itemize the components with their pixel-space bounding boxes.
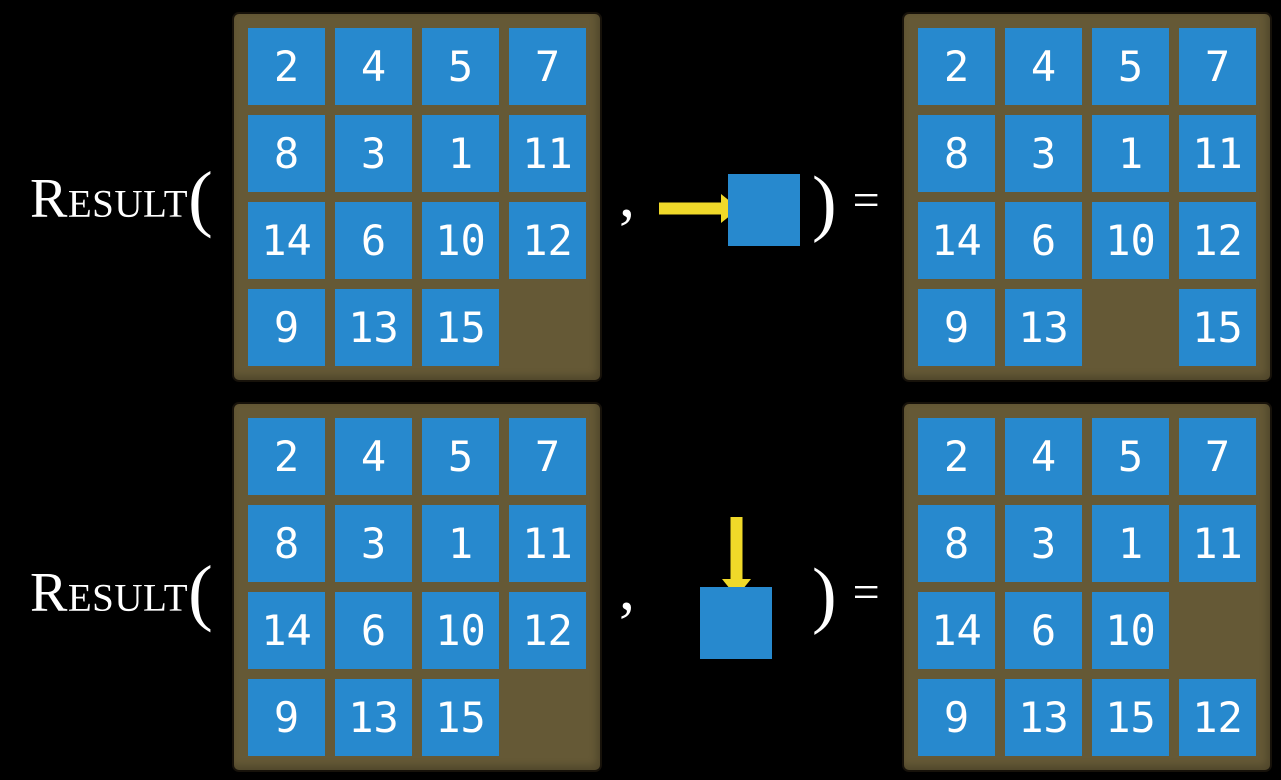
tile-8: 8	[248, 115, 325, 192]
down-arrow-icon	[722, 517, 751, 597]
tile-6: 6	[1005, 592, 1082, 669]
tile-3: 3	[335, 115, 412, 192]
tile-10: 10	[1092, 202, 1169, 279]
function-name: Result	[30, 167, 189, 230]
tile-2: 2	[918, 418, 995, 495]
tile-12: 12	[509, 202, 586, 279]
tile-12: 12	[1179, 679, 1256, 756]
tile-5: 5	[422, 418, 499, 495]
tile-15: 15	[422, 289, 499, 366]
tile-11: 11	[509, 505, 586, 582]
tile-14: 14	[918, 592, 995, 669]
tile-3: 3	[1005, 505, 1082, 582]
tile-14: 14	[918, 202, 995, 279]
tile-3: 3	[335, 505, 412, 582]
close-paren: )	[812, 162, 837, 244]
tile-7: 7	[1179, 418, 1256, 495]
empty-cell	[1092, 289, 1169, 366]
tile-10: 10	[1092, 592, 1169, 669]
tile-7: 7	[509, 28, 586, 105]
open-paren: (	[188, 157, 213, 240]
tile-8: 8	[918, 115, 995, 192]
tile-2: 2	[248, 418, 325, 495]
tile-7: 7	[509, 418, 586, 495]
result-call-1: Result(	[30, 157, 213, 242]
tile-11: 11	[1179, 505, 1256, 582]
tile-8: 8	[248, 505, 325, 582]
tile-13: 13	[1005, 289, 1082, 366]
tile-9: 9	[918, 289, 995, 366]
open-paren: (	[188, 551, 213, 634]
tile-11: 11	[509, 115, 586, 192]
tile-square-icon	[728, 174, 800, 246]
tile-5: 5	[422, 28, 499, 105]
tile-11: 11	[1179, 115, 1256, 192]
tile-2: 2	[918, 28, 995, 105]
tile-4: 4	[335, 418, 412, 495]
equals-sign: =	[852, 173, 880, 227]
tile-10: 10	[422, 592, 499, 669]
tile-1: 1	[422, 115, 499, 192]
tile-8: 8	[918, 505, 995, 582]
tile-9: 9	[248, 289, 325, 366]
tile-15: 15	[1092, 679, 1169, 756]
tile-13: 13	[335, 679, 412, 756]
tile-14: 14	[248, 592, 325, 669]
tile-4: 4	[1005, 28, 1082, 105]
empty-cell	[1179, 592, 1256, 669]
tile-5: 5	[1092, 28, 1169, 105]
tile-7: 7	[1179, 28, 1256, 105]
tile-14: 14	[248, 202, 325, 279]
tile-6: 6	[1005, 202, 1082, 279]
tile-13: 13	[1005, 679, 1082, 756]
tile-6: 6	[335, 202, 412, 279]
function-name: Result	[30, 561, 189, 624]
empty-cell	[509, 679, 586, 756]
tile-4: 4	[1005, 418, 1082, 495]
tile-1: 1	[1092, 115, 1169, 192]
tile-15: 15	[1179, 289, 1256, 366]
result-call-2: Result(	[30, 551, 213, 636]
comma: ,	[619, 552, 635, 623]
tile-5: 5	[1092, 418, 1169, 495]
right-arrow-icon	[659, 194, 739, 223]
tile-square-icon	[700, 587, 772, 659]
equals-sign: =	[852, 565, 880, 619]
close-equals-1: ) =	[812, 166, 880, 240]
tile-12: 12	[509, 592, 586, 669]
tile-10: 10	[422, 202, 499, 279]
tile-6: 6	[335, 592, 412, 669]
tile-1: 1	[1092, 505, 1169, 582]
tile-2: 2	[248, 28, 325, 105]
tile-12: 12	[1179, 202, 1256, 279]
tile-9: 9	[248, 679, 325, 756]
tile-9: 9	[918, 679, 995, 756]
close-equals-2: ) =	[812, 558, 880, 632]
close-paren: )	[812, 554, 837, 636]
tile-4: 4	[335, 28, 412, 105]
tile-3: 3	[1005, 115, 1082, 192]
tile-1: 1	[422, 505, 499, 582]
tile-13: 13	[335, 289, 412, 366]
tile-15: 15	[422, 679, 499, 756]
empty-cell	[509, 289, 586, 366]
comma: ,	[619, 159, 635, 230]
